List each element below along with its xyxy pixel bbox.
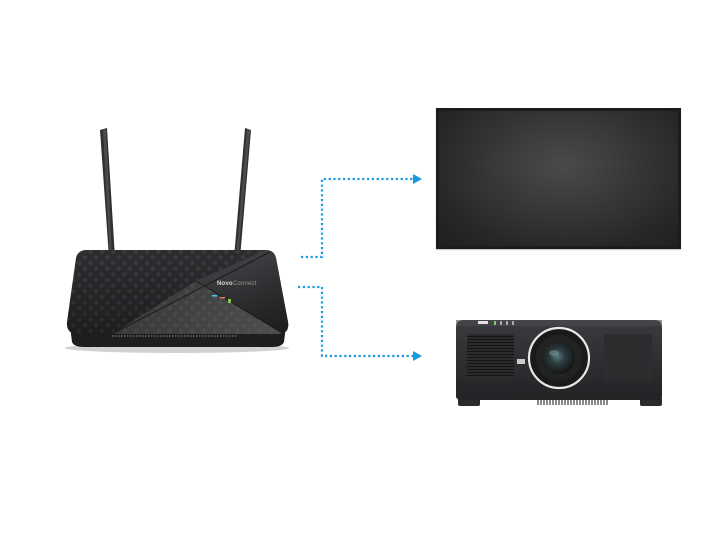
led-2	[220, 297, 225, 299]
arrowhead-icon	[413, 174, 422, 184]
arrow-to-display	[301, 174, 422, 259]
antenna-right	[234, 128, 251, 258]
led-3	[228, 299, 231, 303]
arrowhead-icon	[413, 351, 422, 361]
projector-graphic	[456, 320, 662, 406]
led-1	[212, 295, 217, 297]
projector-lens	[527, 326, 591, 390]
display-screen	[439, 111, 678, 246]
router: NovoConnect	[60, 120, 300, 360]
projector	[450, 310, 670, 410]
router-brand-label: NovoConnect	[217, 281, 257, 287]
brand-bold: Novo	[217, 281, 233, 287]
router-graphic	[65, 128, 289, 353]
arrow-to-projector	[298, 285, 422, 361]
flat-panel-display	[436, 108, 681, 249]
brand-light: Connect	[232, 281, 257, 287]
antenna-left	[100, 128, 115, 258]
